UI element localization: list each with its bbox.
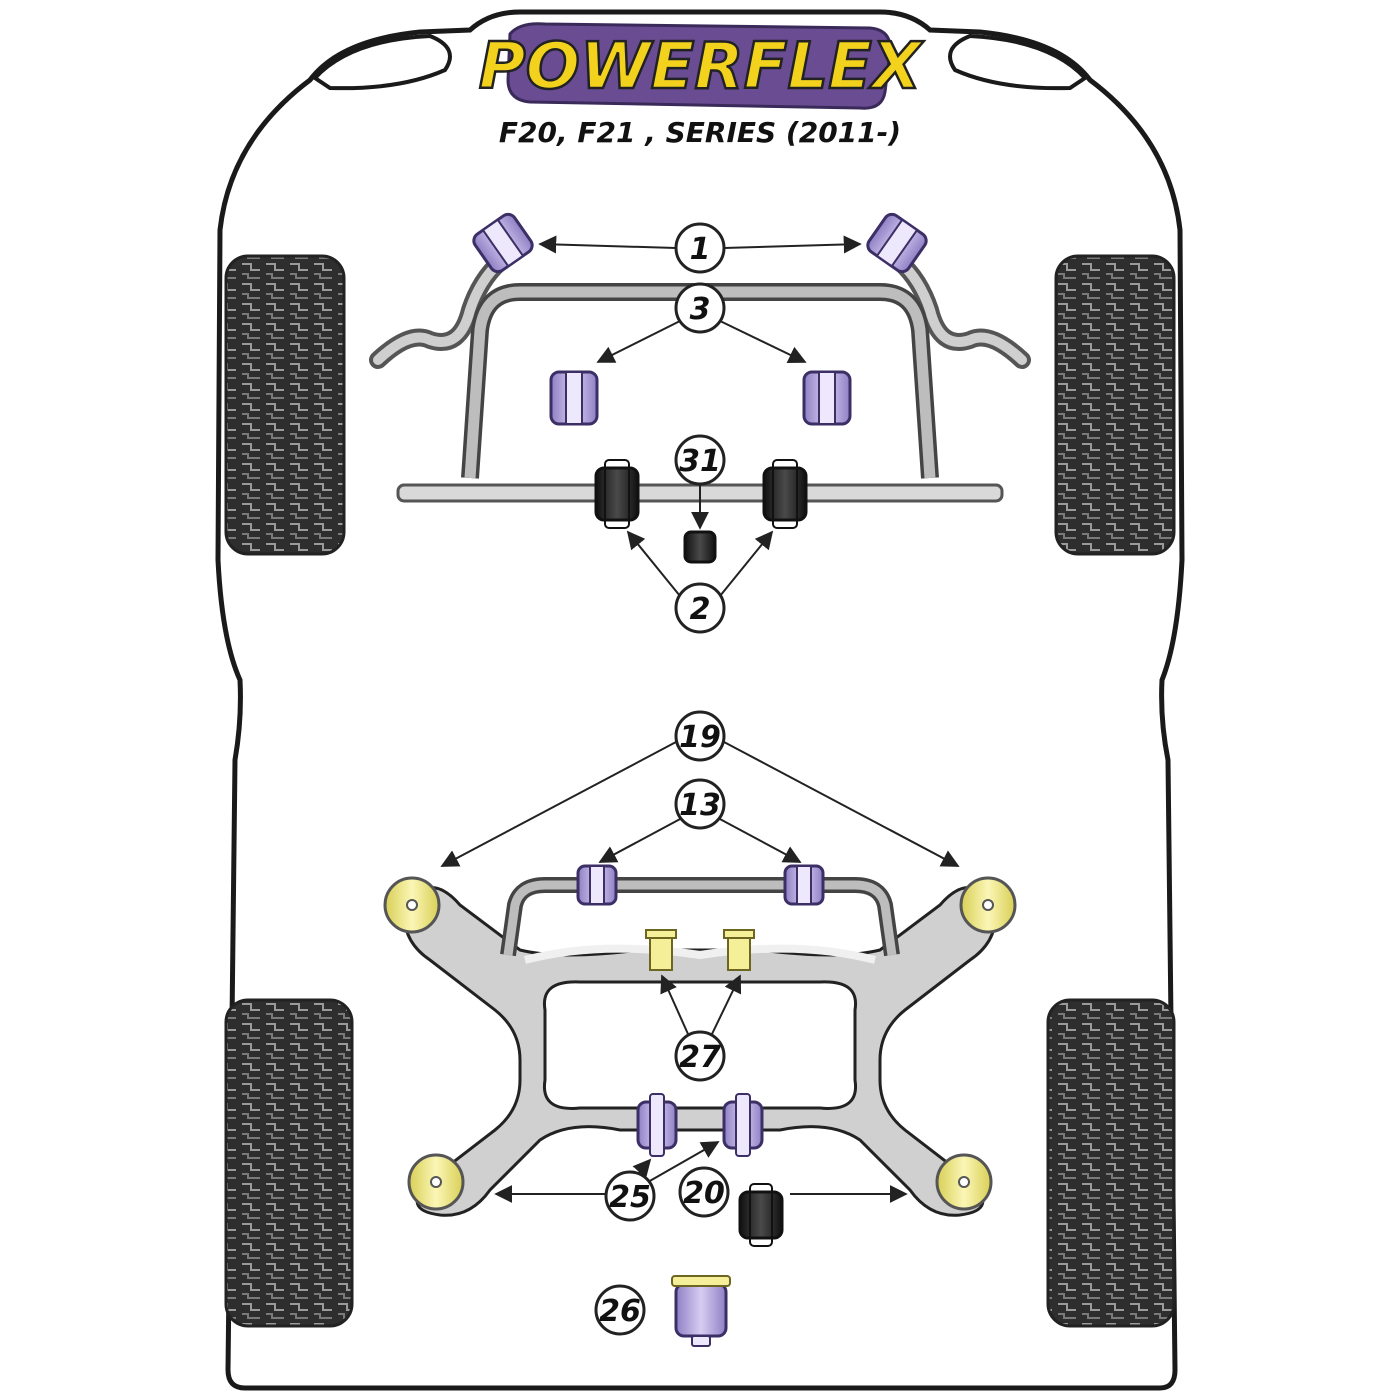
rear-arb-bush-left [576,864,618,906]
rear-right-tyre [1046,998,1176,1328]
rear-diff-bush-right [722,1093,764,1157]
front-left-drop-link [369,212,534,369]
rear-subframe-mount-rear-right [935,1153,993,1211]
callout-31: 31 [674,434,726,486]
callout-20: 20 [678,1166,730,1218]
callout-25: 25 [604,1170,656,1222]
svg-text:1: 1 [690,232,711,267]
model-title: F20, F21 , SERIES (2011-) [499,116,901,149]
callout-3: 3 [674,282,726,334]
diff-mount-insert-left [645,929,677,971]
rear-subframe-mount-rear-left [407,1153,465,1211]
callout-27: 27 [674,1030,726,1082]
callout-19: 19 [674,710,726,762]
powerflex-logo: POWERFLEX [478,22,925,110]
rear-left-tyre [224,998,354,1328]
callout-13: 13 [674,778,726,830]
svg-text:25: 25 [609,1180,651,1215]
svg-text:13: 13 [679,788,721,823]
rear-trailing-arm-bush [738,1183,784,1247]
rear-top-mount-bush [671,1275,731,1347]
svg-text:31: 31 [679,444,721,479]
svg-text:26: 26 [599,1294,641,1329]
car-body-outline [215,9,1185,1391]
front-right-tyre [1054,254,1176,556]
front-arb-bush-left [549,370,599,426]
svg-text:2: 2 [690,592,711,627]
logo-text: POWERFLEX [479,30,924,104]
svg-text:20: 20 [683,1176,725,1211]
rear-subframe-mount-front-right [959,876,1017,934]
svg-text:27: 27 [679,1040,721,1075]
leader-lines [440,235,960,1203]
front-wishbone-bush-left [594,459,640,529]
rear-diff-bush-left [636,1093,678,1157]
front-right-drop-link [866,212,1031,369]
front-insert-bush [683,530,717,564]
callout-26: 26 [594,1284,646,1336]
front-left-tyre [224,254,346,556]
front-arb-bush-right [802,370,852,426]
svg-text:3: 3 [690,292,711,327]
callout-1: 1 [674,222,726,274]
rear-arb-bush-right [783,864,825,906]
front-wishbone-bush-right [762,459,808,529]
svg-text:19: 19 [679,720,721,755]
rear-subframe-mount-front-left [383,876,441,934]
diff-mount-insert-right [723,929,755,971]
rear-anti-roll-bar [500,877,900,957]
callout-2: 2 [674,582,726,634]
